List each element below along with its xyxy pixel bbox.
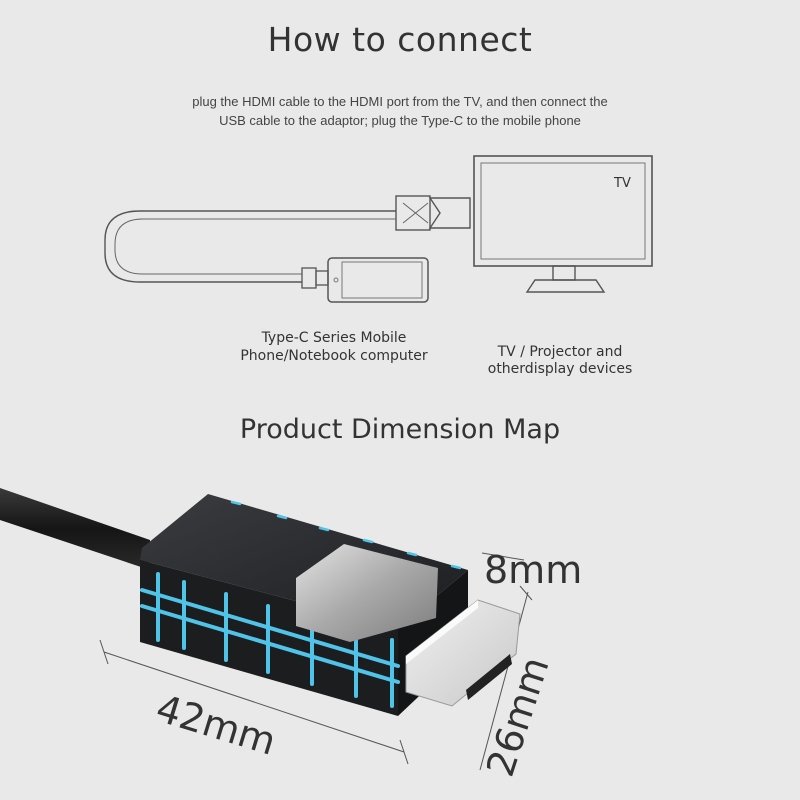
tv-label: TV (614, 176, 631, 191)
cable-line (104, 210, 396, 283)
phone-caption-line-1: Type-C Series Mobile (261, 330, 407, 346)
hdmi-connector (405, 599, 521, 707)
tv-caption-line-2: otherdisplay devices (487, 361, 633, 377)
tv-icon (473, 155, 653, 293)
thickness-label: 8mm (484, 548, 583, 592)
phone-icon (327, 257, 429, 303)
cable (0, 488, 150, 570)
tv-caption-line-1: TV / Projector and (497, 344, 623, 360)
metal-shell (296, 544, 438, 642)
cable-line-inner (114, 218, 396, 275)
phone-caption-line-2: Phone/Notebook computer (240, 348, 428, 364)
instruction-line-2: USB cable to the adaptor; plug the Type-… (219, 113, 581, 128)
dimension-lines (99, 552, 533, 771)
hdmi-plug-icon (395, 195, 471, 231)
page-title: How to connect (267, 20, 533, 59)
section-title: Product Dimension Map (239, 414, 561, 445)
instruction-line-1: plug the HDMI cable to the HDMI port fro… (192, 94, 608, 109)
